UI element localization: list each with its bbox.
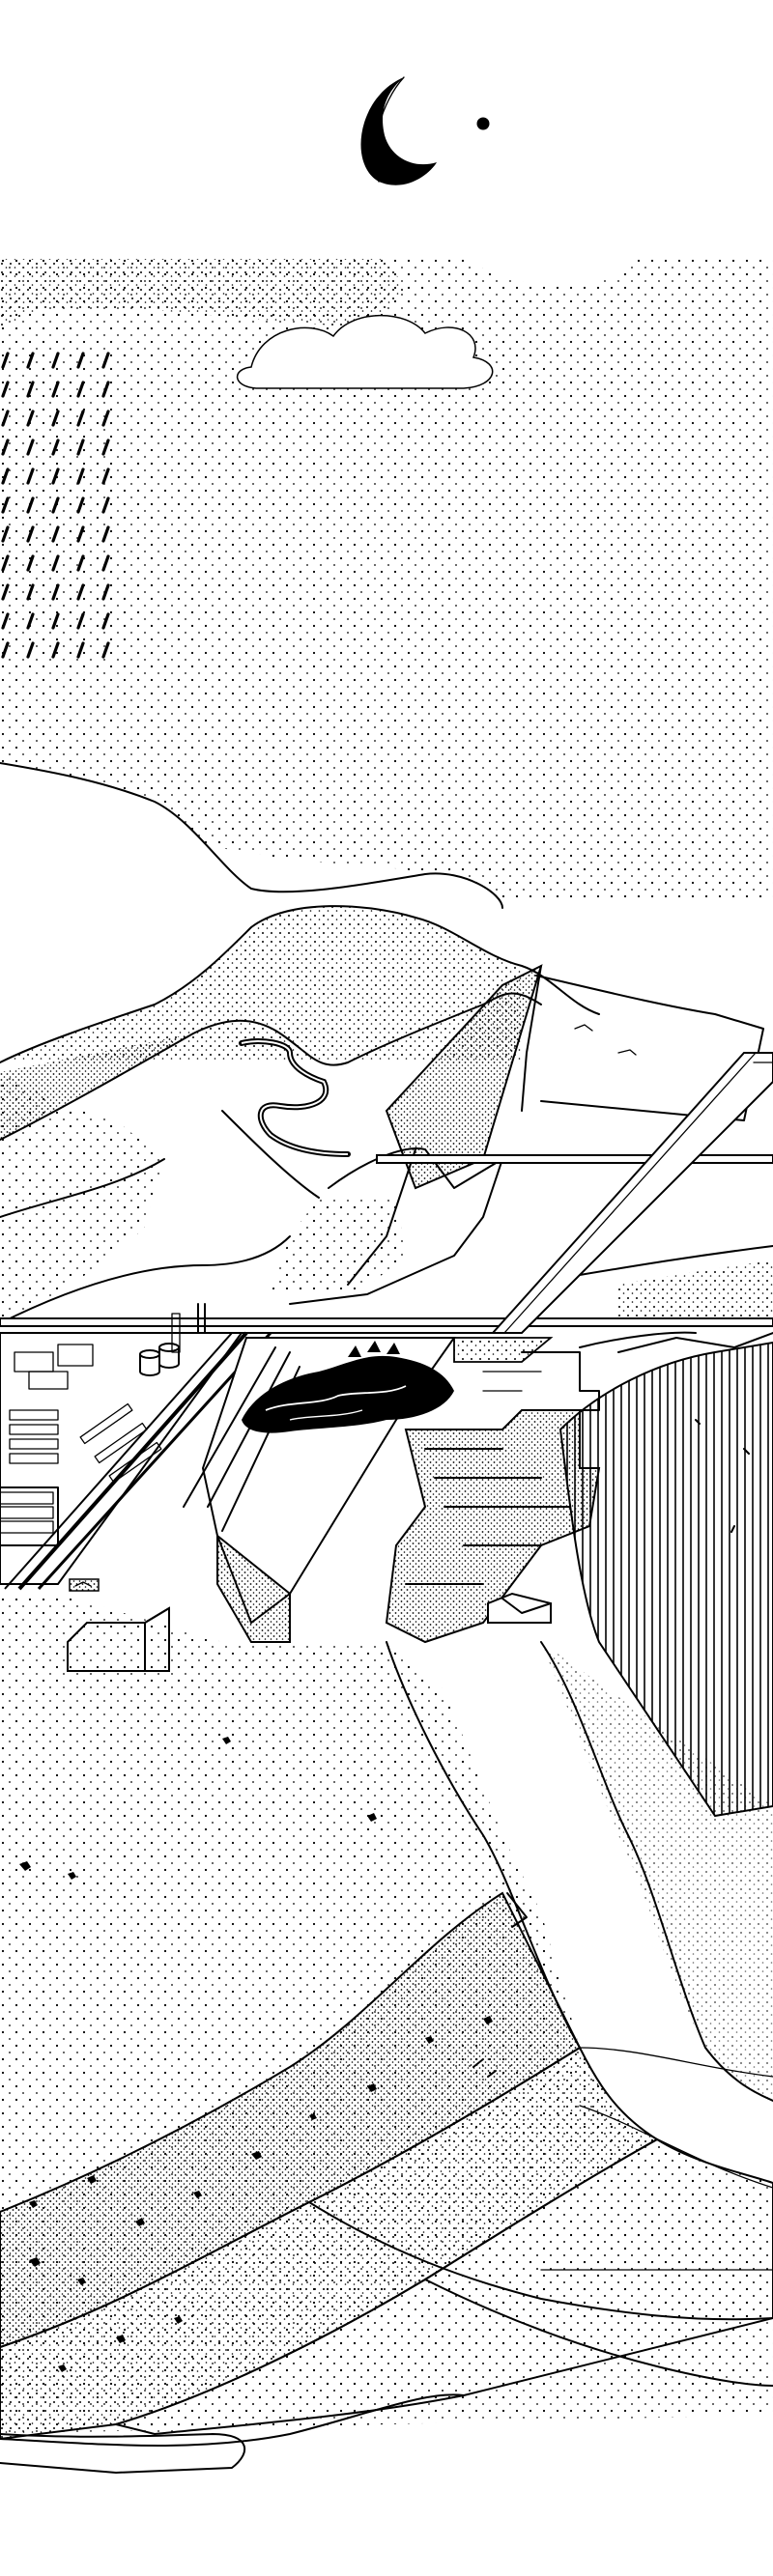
storage-tanks xyxy=(139,1313,181,1376)
layered-strata-bands xyxy=(0,1891,773,2447)
cloud-illustration xyxy=(236,259,638,389)
star-dot-icon xyxy=(476,117,490,130)
industrial-complex xyxy=(0,1303,272,1592)
crescent-moon-icon xyxy=(360,76,437,185)
stepped-terraces xyxy=(385,1337,601,1644)
mountain-range xyxy=(0,762,773,1333)
diagonal-bridge xyxy=(490,1052,773,1334)
dotted-sky xyxy=(0,259,773,898)
rock-scatter xyxy=(19,1737,528,2372)
stone-block-right xyxy=(487,1592,552,1624)
rain-streaks xyxy=(0,348,111,666)
